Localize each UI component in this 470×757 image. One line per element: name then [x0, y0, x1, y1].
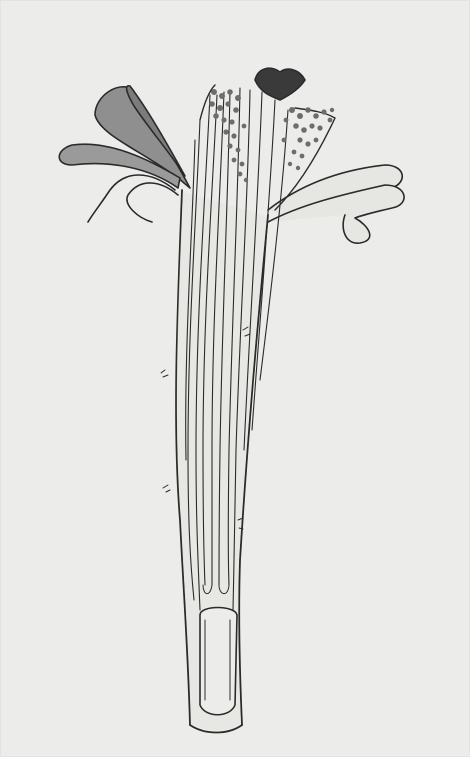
left-petals — [59, 86, 190, 222]
right-petals — [268, 165, 404, 243]
basal-chamber — [200, 608, 237, 715]
stigma-tip — [255, 68, 305, 100]
left-petal-upper — [95, 87, 190, 188]
left-petal-curl — [88, 175, 178, 222]
